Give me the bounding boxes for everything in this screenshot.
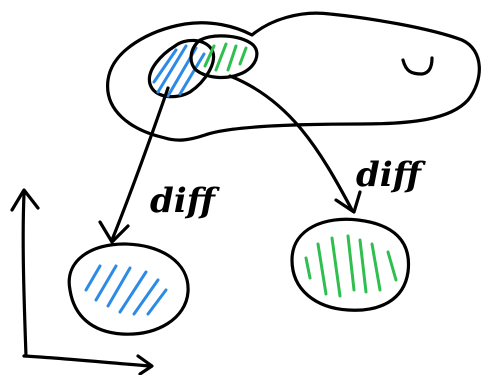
green-hatch <box>316 242 328 296</box>
green-image-ellipse <box>290 217 411 312</box>
blue-hatch <box>146 288 168 316</box>
green-hatch <box>203 44 216 68</box>
blue-hatch <box>156 44 188 94</box>
blue-hatch <box>118 270 148 314</box>
right-diff-arrow <box>228 74 354 212</box>
green-region-outline <box>189 34 259 80</box>
green-hatch <box>304 256 312 280</box>
green-hatch <box>346 234 356 292</box>
green-hatch <box>358 238 368 294</box>
green-chart-region <box>189 34 259 80</box>
horizontal-axis <box>22 354 152 368</box>
vertical-axis-arrowhead <box>10 188 40 212</box>
green-hatch <box>238 46 248 66</box>
right-diff-label: diff <box>356 155 427 195</box>
blue-hatch <box>84 264 102 292</box>
right-arrowhead <box>334 190 362 214</box>
vertical-axis <box>21 192 28 358</box>
green-hatch <box>386 250 398 282</box>
green-hatch <box>370 242 382 292</box>
tilde-mark <box>401 56 434 76</box>
green-hatch <box>226 44 238 72</box>
blue-hatch <box>178 52 206 96</box>
blue-hatch <box>132 278 160 316</box>
horizontal-axis-arrowhead <box>136 354 154 375</box>
green-ellipse-outline <box>290 217 411 312</box>
left-arrowhead <box>98 220 130 244</box>
blue-hatch <box>106 266 132 308</box>
blue-region-outline <box>147 38 215 99</box>
blue-ellipse-outline <box>67 242 190 336</box>
blue-hatch <box>152 48 178 84</box>
blue-image-ellipse <box>67 242 190 336</box>
blue-hatch <box>94 264 118 302</box>
blue-chart-region <box>147 38 215 99</box>
left-diff-label: diff <box>150 181 221 221</box>
green-hatch <box>330 236 342 298</box>
green-hatch <box>214 42 228 72</box>
left-diff-arrow <box>110 86 170 242</box>
